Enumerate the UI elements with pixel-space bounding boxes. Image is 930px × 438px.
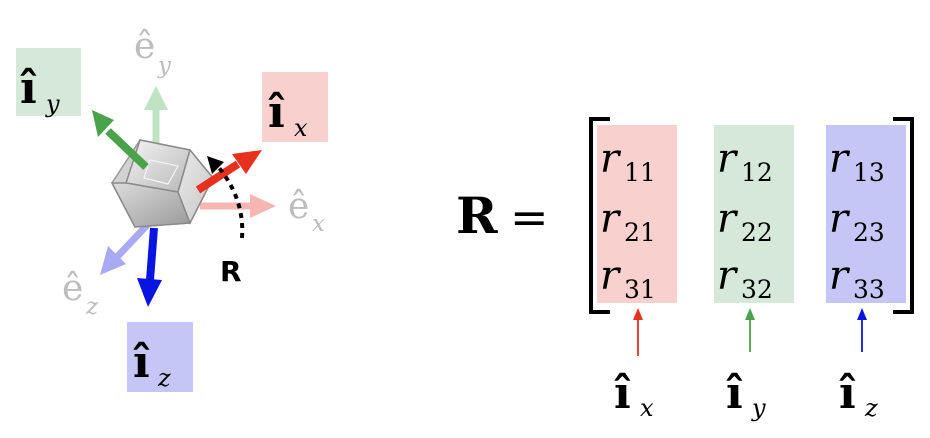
svg-text:r: r [829,253,851,299]
rotation-arc [207,156,245,239]
world-axis-y-label: ê y [134,26,172,79]
frames-diagram: R ê y ê x ê z î y î x î z [16,26,328,392]
body-axis-z-arrow [137,227,162,307]
column-z-label: î z [839,368,878,422]
svg-text:x: x [294,114,308,142]
column-z-pointer-arrow [857,308,867,352]
body-axis-y-arrow [92,110,149,170]
body-axis-z-label: î z [127,322,193,392]
matrix-entry-r11: r 11 [600,136,656,187]
svg-text:z: z [85,294,99,320]
svg-text:r: r [829,196,851,242]
matrix-entry-r13: r 13 [829,136,885,187]
svg-text:12: 12 [741,158,773,187]
svg-text:33: 33 [853,275,885,304]
svg-text:ê: ê [288,186,309,227]
matrix-entry-r21: r 21 [600,196,656,247]
svg-text:r: r [717,253,739,299]
svg-text:ê: ê [134,26,155,67]
left-bracket [589,117,610,314]
column-x-label: î x [614,368,654,422]
svg-text:x: x [640,394,654,422]
svg-text:î: î [268,87,285,138]
svg-text:21: 21 [624,218,656,247]
svg-text:y: y [157,53,172,79]
svg-text:y: y [751,394,766,422]
equals-sign: = [510,190,549,244]
svg-text:11: 11 [624,158,656,187]
matrix-entry-r12: r 12 [717,136,773,187]
svg-text:r: r [600,136,622,182]
rotation-label: R [220,255,242,288]
column-z-highlight [826,125,906,303]
body-axis-x-arrow [195,150,262,194]
svg-text:î: î [614,368,631,419]
matrix-entry-r31: r 31 [600,253,656,304]
svg-text:î: î [726,368,743,419]
svg-text:32: 32 [741,275,773,304]
svg-text:î: î [839,368,856,419]
column-y-highlight [714,125,794,303]
world-axis-x-label: ê x [288,186,325,237]
svg-text:r: r [600,196,622,242]
svg-text:23: 23 [853,218,885,247]
svg-text:13: 13 [853,158,885,187]
matrix-entry-r23: r 23 [829,196,885,247]
svg-text:22: 22 [741,218,773,247]
column-x-highlight [597,125,677,303]
svg-text:r: r [717,196,739,242]
world-axis-x-arrow [200,194,276,218]
world-axis-z-arrow [100,219,153,275]
svg-text:r: r [600,253,622,299]
svg-text:ê: ê [62,268,83,309]
matrix-entry-r22: r 22 [717,196,773,247]
column-y-label: î y [726,368,766,422]
body-axis-x-label: î x [262,72,328,142]
svg-text:31: 31 [624,275,656,304]
svg-text:r: r [829,136,851,182]
body-axis-y-label: î y [16,48,81,118]
matrix-symbol: R [456,186,498,245]
world-axis-z-label: ê z [62,268,99,320]
world-axis-y-arrow [144,86,168,150]
svg-text:î: î [133,337,150,388]
svg-text:z: z [157,364,171,392]
svg-text:z: z [864,394,878,422]
svg-text:î: î [20,63,37,114]
column-y-pointer-arrow [745,308,755,352]
svg-text:x: x [312,211,325,237]
rotation-matrix-equation: R = r 11 r 12 r 13 r 21 r 22 r [456,117,914,422]
svg-text:y: y [45,90,60,118]
svg-text:r: r [717,136,739,182]
column-x-pointer-arrow [633,308,643,356]
right-bracket [893,117,914,314]
matrix-entry-r33: r 33 [829,253,885,304]
matrix-entry-r32: r 32 [717,253,773,304]
